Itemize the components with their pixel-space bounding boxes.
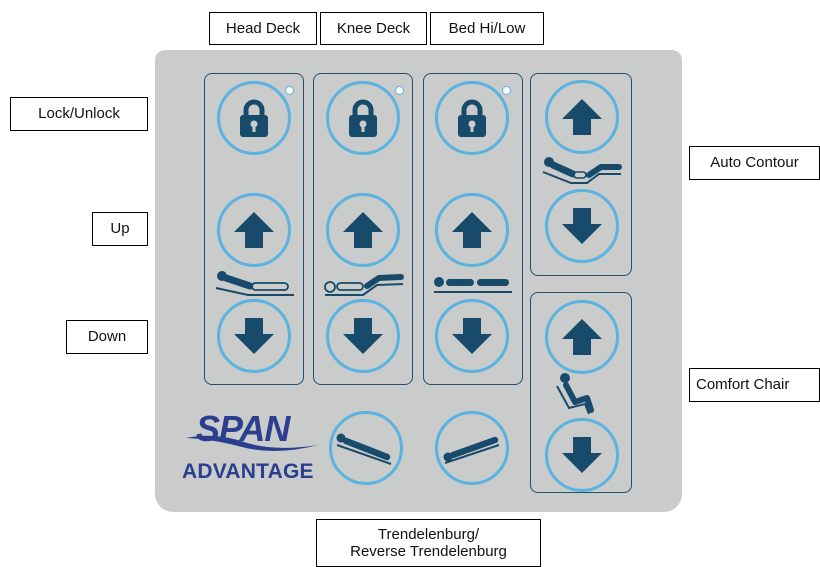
knee-deck-up-button[interactable] bbox=[326, 193, 400, 267]
lock-icon bbox=[458, 99, 486, 137]
down-label: Down bbox=[66, 320, 148, 354]
knee-deck-lock-button[interactable] bbox=[326, 81, 400, 155]
brand-logo-advantage: ADVANTAGE bbox=[182, 460, 314, 483]
arrow-down-icon bbox=[562, 208, 602, 244]
trendelenburg-label-line1: Trendelenburg/ bbox=[377, 526, 480, 543]
head-up-bed-icon bbox=[215, 271, 294, 296]
knee-deck-lock-led bbox=[395, 86, 404, 95]
arrow-up-icon bbox=[452, 212, 492, 248]
comfort-chair-group bbox=[530, 292, 632, 493]
lock-unlock-label: Lock/Unlock bbox=[10, 97, 148, 131]
head-deck-lock-button[interactable] bbox=[217, 81, 291, 155]
arrow-down-icon bbox=[343, 318, 383, 354]
bed-hi-low-lock-led bbox=[502, 86, 511, 95]
comfort-chair-up-button[interactable] bbox=[545, 300, 619, 374]
bed-hi-low-up-button[interactable] bbox=[435, 193, 509, 267]
bed-hi-low-lock-button[interactable] bbox=[435, 81, 509, 155]
comfort-chair-icon bbox=[556, 373, 594, 415]
arrow-up-icon bbox=[562, 99, 602, 135]
knee-deck-label: Knee Deck bbox=[320, 12, 427, 45]
knee-up-bed-icon bbox=[324, 274, 404, 296]
auto-contour-down-button[interactable] bbox=[545, 189, 619, 263]
head-deck-lock-led bbox=[285, 86, 294, 95]
comfort-chair-label: Comfort Chair bbox=[689, 368, 820, 402]
reverse-trendelenburg-button[interactable] bbox=[435, 411, 509, 485]
logo-swoosh bbox=[186, 435, 318, 452]
arrow-down-icon bbox=[452, 318, 492, 354]
trendelenburg-label: Trendelenburg/ Reverse Trendelenburg bbox=[316, 519, 541, 567]
knee-deck-group bbox=[313, 73, 413, 385]
trendelenburg-button[interactable] bbox=[329, 411, 403, 485]
arrow-down-icon bbox=[562, 437, 602, 473]
arrow-down-icon bbox=[234, 318, 274, 354]
brand-logo-span: SPAN bbox=[196, 408, 290, 449]
trendelenburg-bed-icon bbox=[336, 433, 392, 465]
auto-contour-up-button[interactable] bbox=[545, 80, 619, 154]
auto-contour-bed-icon bbox=[542, 157, 622, 184]
head-deck-group bbox=[204, 73, 304, 385]
reverse-trendelenburg-bed-icon bbox=[443, 436, 500, 464]
arrow-up-icon bbox=[562, 319, 602, 355]
trendelenburg-label-line2: Reverse Trendelenburg bbox=[350, 543, 507, 560]
bed-hi-low-group bbox=[423, 73, 523, 385]
auto-contour-label: Auto Contour bbox=[689, 146, 820, 180]
head-deck-up-button[interactable] bbox=[217, 193, 291, 267]
comfort-chair-down-button[interactable] bbox=[545, 418, 619, 492]
lock-icon bbox=[240, 99, 268, 137]
lock-icon bbox=[349, 99, 377, 137]
arrow-up-icon bbox=[234, 212, 274, 248]
head-deck-label: Head Deck bbox=[209, 12, 317, 45]
bed-hi-low-label: Bed Hi/Low bbox=[430, 12, 544, 45]
head-deck-down-button[interactable] bbox=[217, 299, 291, 373]
flat-bed-icon bbox=[434, 277, 512, 293]
up-label: Up bbox=[92, 212, 148, 246]
bed-hi-low-down-button[interactable] bbox=[435, 299, 509, 373]
auto-contour-group bbox=[530, 73, 632, 276]
knee-deck-down-button[interactable] bbox=[326, 299, 400, 373]
arrow-up-icon bbox=[343, 212, 383, 248]
